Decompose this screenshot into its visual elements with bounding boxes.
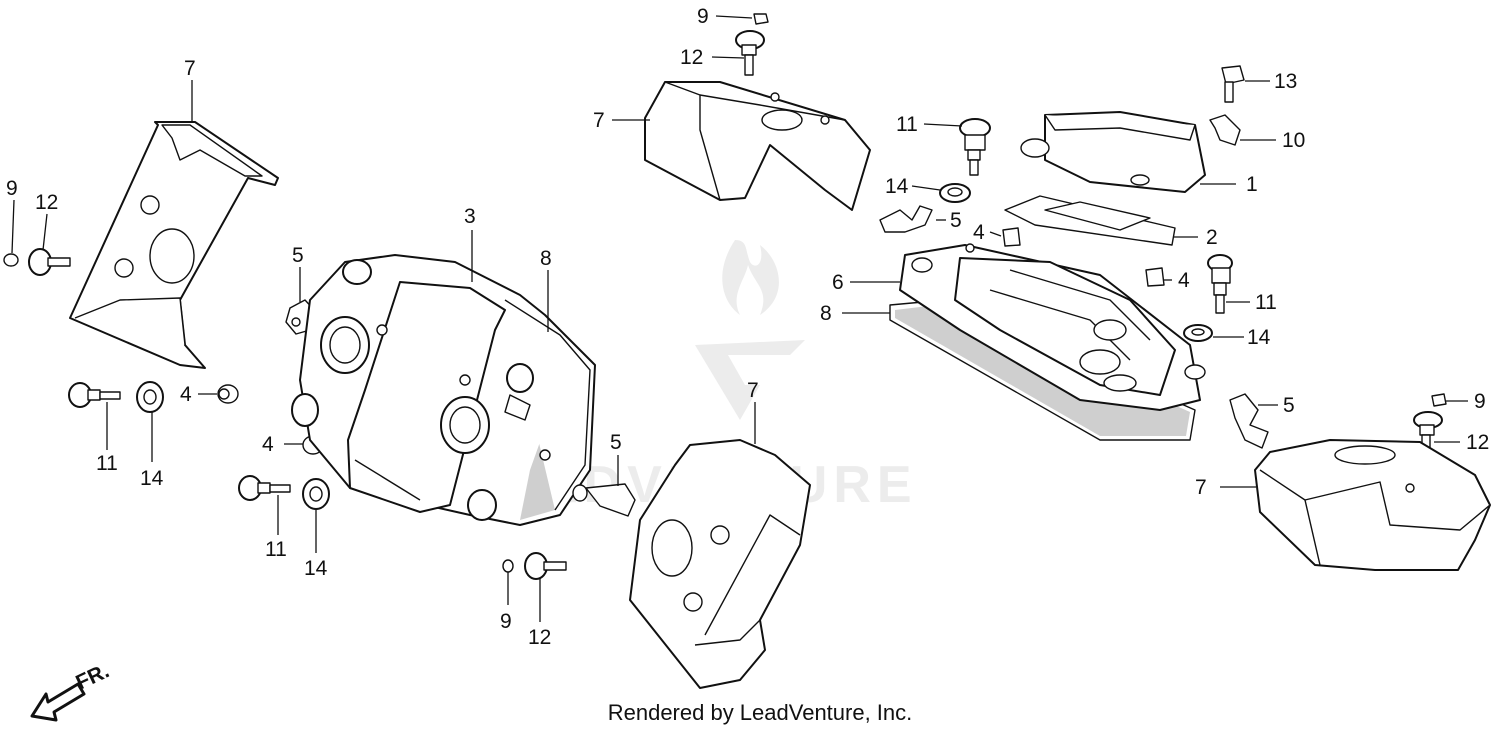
collar-4-right-upper	[1002, 227, 1021, 247]
bolt-13	[1221, 65, 1245, 103]
callout-11-left-lower: 11	[265, 538, 287, 561]
heat-shield-middle	[629, 439, 811, 689]
callout-14-left-lower: 14	[304, 557, 328, 580]
bracket-5-right-lower	[1229, 393, 1269, 449]
cap-nut-9-bottom	[502, 559, 514, 573]
heat-shield-top	[644, 81, 871, 211]
bolt-11-left-lower	[238, 475, 291, 501]
callout-9-top: 9	[697, 5, 709, 28]
callout-9-left: 9	[6, 177, 18, 200]
collar-4-left-upper	[217, 384, 239, 404]
bolt-12-top	[735, 30, 765, 76]
callout-4-left-lower: 4	[262, 433, 274, 456]
grommet-14-right-lower	[1183, 324, 1213, 342]
callout-12-bottom: 12	[528, 626, 551, 649]
cap-nut-9-left	[3, 253, 19, 267]
callout-14-left: 14	[140, 467, 164, 490]
bolt-12-left	[28, 248, 71, 276]
callout-3: 3	[464, 205, 476, 228]
callout-9-bottom: 9	[500, 610, 512, 633]
callout-7-right: 7	[1195, 476, 1207, 499]
grommet-14-left-lower	[302, 478, 330, 510]
callout-2: 2	[1206, 226, 1218, 249]
grommet-14-right-upper	[939, 183, 971, 203]
callout-9-right: 9	[1474, 390, 1486, 413]
bolt-11-right-upper	[959, 118, 991, 176]
callout-5-middle: 5	[610, 431, 622, 454]
callout-7-middle: 7	[747, 379, 759, 402]
breather-cover	[1020, 111, 1206, 193]
callout-12-left: 12	[35, 191, 58, 214]
callout-4-left-upper: 4	[180, 383, 192, 406]
callout-5-right-lower: 5	[1283, 394, 1295, 417]
bolt-11-right-lower	[1207, 254, 1233, 314]
collar-4-right-lower	[1145, 267, 1165, 287]
cylinder-head-cover-right	[889, 243, 1206, 441]
footer-text: Rendered by LeadVenture, Inc.	[607, 700, 913, 725]
bracket-5-middle	[572, 483, 636, 517]
callout-10: 10	[1282, 129, 1305, 152]
breather-gasket	[1004, 195, 1176, 246]
grommet-14-left	[136, 381, 164, 413]
callout-1: 1	[1246, 173, 1258, 196]
heat-shield-right	[1254, 439, 1491, 571]
callout-13: 13	[1274, 70, 1297, 93]
clamp-10	[1209, 114, 1241, 146]
callout-12-right: 12	[1466, 431, 1489, 454]
callout-5-left: 5	[292, 244, 304, 267]
callout-11-left: 11	[96, 452, 118, 475]
leader-lines	[11, 15, 1468, 622]
bolt-11-left	[68, 382, 121, 408]
callout-4-right-upper: 4	[973, 221, 985, 244]
callout-4-right-lower: 4	[1178, 269, 1190, 292]
cap-nut-9-right	[1431, 393, 1447, 407]
callout-14-right-upper: 14	[885, 175, 909, 198]
callout-12-top: 12	[680, 46, 703, 69]
callout-6: 6	[832, 271, 844, 294]
bracket-5-right-upper	[879, 205, 933, 233]
callout-11-right-upper: 11	[896, 113, 918, 136]
heat-shield-left	[69, 121, 279, 369]
footer-credit: Rendered by LeadVenture, Inc.	[0, 700, 1500, 726]
bolt-12-bottom	[524, 552, 567, 580]
callout-8-right: 8	[820, 302, 832, 325]
cylinder-head-cover-left	[291, 254, 596, 526]
callout-7-top: 7	[593, 109, 605, 132]
callout-8-left: 8	[540, 247, 552, 270]
callout-14-right-lower: 14	[1247, 326, 1271, 349]
callout-7-left: 7	[184, 57, 196, 80]
cap-nut-9-top	[753, 13, 769, 25]
callout-labels: 7 9 12 11 14 4 4 11 14 5 3 8 5 9 12 7 7 …	[6, 5, 1489, 649]
callout-11-right-lower: 11	[1255, 291, 1277, 314]
callout-5-right-upper: 5	[950, 209, 962, 232]
